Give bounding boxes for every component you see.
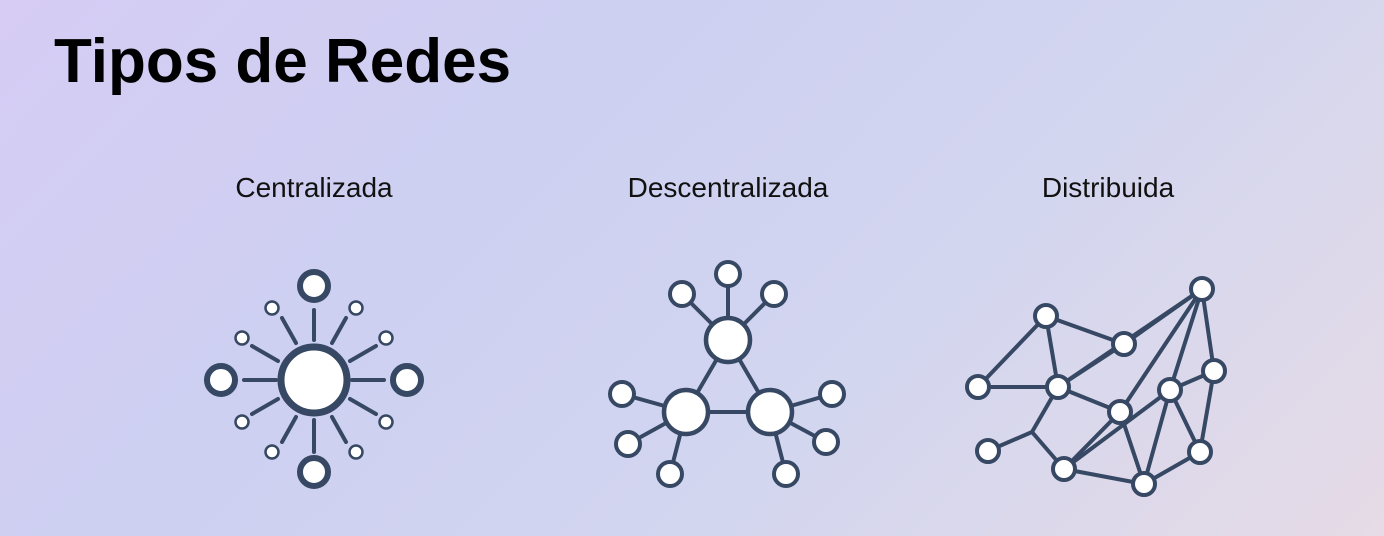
page-title: Tipos de Redes [54, 27, 512, 96]
leaf-node [760, 280, 788, 308]
hub-satellite-node [378, 330, 394, 346]
leaf-node [608, 380, 636, 408]
hub-satellite-node [234, 330, 250, 346]
hub-node-left [661, 387, 711, 437]
hub-satellite-node [264, 300, 280, 316]
central-hub-node [277, 343, 351, 417]
leaf-node [614, 430, 642, 458]
hub-node-left [204, 363, 238, 397]
network-panel-decentralized: Descentralizada [578, 168, 878, 208]
peer-node [1111, 331, 1137, 357]
peer-node [1045, 374, 1071, 400]
hub-node-top [297, 269, 331, 303]
leaf-node [668, 280, 696, 308]
peer-node [1033, 303, 1059, 329]
leaf-node [714, 260, 742, 288]
hub-satellite-node [378, 414, 394, 430]
decentralized-edges [620, 272, 834, 476]
hub-satellite-node [234, 414, 250, 430]
distributed-network-diagram [965, 276, 1227, 497]
network-label-centralized: Centralizada [235, 172, 393, 203]
hub-node-bottom [297, 455, 331, 489]
hub-satellite-node [348, 300, 364, 316]
peer-node [965, 374, 991, 400]
hub-node-right [745, 387, 795, 437]
hub-node-right [390, 363, 424, 397]
peer-node [975, 438, 1001, 464]
centralized-edges [242, 308, 386, 454]
leaf-node [818, 380, 846, 408]
network-panel-distributed: Distribuida [958, 168, 1258, 208]
leaf-node [772, 460, 800, 488]
decentralized-network-diagram [608, 260, 846, 488]
peer-node [1107, 399, 1133, 425]
network-panel-centralized: Centralizada [164, 168, 464, 208]
peer-node [1131, 471, 1157, 497]
peer-node [1051, 456, 1077, 482]
hub-satellite-node [264, 444, 280, 460]
peer-node [1189, 276, 1215, 302]
leaf-node [812, 428, 840, 456]
peer-node [1187, 439, 1213, 465]
network-label-distributed: Distribuida [1041, 172, 1175, 203]
leaf-node [656, 460, 684, 488]
network-label-decentralized: Descentralizada [627, 172, 829, 203]
hub-satellite-node [348, 444, 364, 460]
peer-node [1201, 358, 1227, 384]
hub-node-top [703, 315, 753, 365]
peer-node [1157, 377, 1183, 403]
centralized-network-diagram [204, 269, 424, 489]
